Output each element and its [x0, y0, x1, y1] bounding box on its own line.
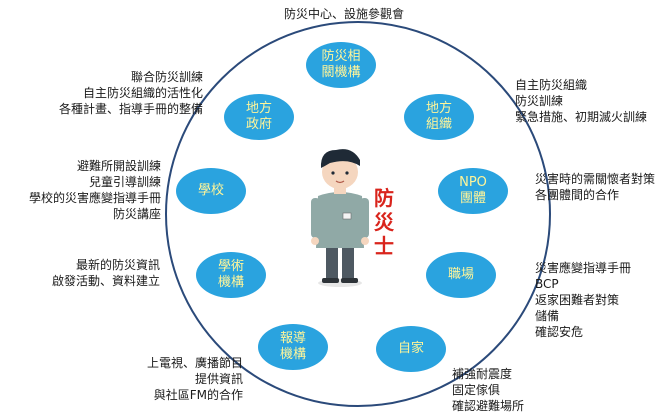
- node-label-line: 機構: [217, 275, 244, 290]
- note-line: 各團體間的合作: [535, 188, 620, 202]
- node-school: 學校: [176, 168, 246, 214]
- note-line: 儲備: [535, 309, 560, 323]
- node-academic: 學術機構: [196, 252, 266, 298]
- note-line: 災害應變指導手冊: [535, 261, 632, 275]
- node-label-line: 機構: [279, 347, 306, 362]
- note-line: 自主防災組織的活性化: [82, 86, 203, 100]
- note-line: 與社區FM的合作: [153, 388, 243, 402]
- node-label-line: 學校: [197, 183, 224, 198]
- note-line: 各種計畫、指導手冊的整備: [58, 102, 203, 116]
- node-label-line: 防災相: [321, 49, 361, 64]
- notes-npo: 災害時的需關懷者對策各團體間的合作: [535, 171, 655, 203]
- note-line: 聯合防災訓練: [130, 70, 203, 84]
- node-media: 報導機構: [258, 324, 328, 370]
- node-label-line: 關機構: [321, 65, 361, 80]
- node-home: 自家: [376, 326, 446, 372]
- node-local-gov: 地方政府: [224, 94, 294, 140]
- notes-local-gov: 聯合防災訓練自主防災組織的活性化各種計畫、指導手冊的整備: [59, 69, 203, 117]
- node-label-line: 地方: [245, 101, 272, 116]
- note-line: 啟發活動、資料建立: [51, 274, 160, 288]
- note-line: 最新的防災資訊: [75, 258, 160, 272]
- center-label-char: 防: [374, 186, 394, 210]
- note-line: 確認安危: [535, 325, 584, 339]
- notes-academic: 最新的防災資訊啟發活動、資料建立: [52, 257, 160, 289]
- note-line: 緊急措施、初期滅火訓練: [515, 110, 648, 124]
- node-label-line: NPO: [459, 175, 487, 190]
- note-line: 返家困難者對策: [535, 293, 620, 307]
- node-label-line: 自家: [397, 341, 424, 356]
- notes-home: 補強耐震度固定傢俱確認避難場所: [452, 366, 524, 414]
- note-line: 兒童引導訓練: [88, 175, 161, 189]
- node-label-line: 地方: [425, 101, 452, 116]
- center-label-char: 災: [374, 210, 394, 234]
- node-local-org: 地方組織: [404, 94, 474, 140]
- note-line: 補強耐震度: [452, 367, 513, 381]
- header-title: 防災中心、設施參觀會: [284, 7, 405, 21]
- note-line: 防災講座: [112, 207, 161, 221]
- note-line: BCP: [535, 277, 559, 291]
- notes-school: 避難所開設訓練兒童引導訓練學校的災害應變指導手冊防災講座: [29, 158, 161, 222]
- notes-workplace: 災害應變指導手冊 BCP 返家困難者對策儲備確認安危: [535, 260, 631, 340]
- node-label-line: 學術: [217, 259, 244, 274]
- note-line: 上電視、廣播節目: [146, 356, 243, 370]
- specialist-figure: [311, 149, 369, 287]
- center-label-char: 士: [374, 234, 394, 258]
- notes-local-org: 自主防災組織防災訓練緊急措施、初期滅火訓練: [515, 77, 647, 125]
- outer-ring: [165, 21, 551, 407]
- center-label: 防災士: [374, 186, 398, 258]
- node-label-line: 團體: [459, 191, 486, 206]
- note-line: 自主防災組織: [515, 78, 588, 92]
- node-label-line: 組織: [425, 117, 452, 132]
- node-related-orgs: 防災相關機構: [306, 42, 376, 88]
- node-label-line: 報導: [279, 331, 306, 346]
- node-workplace: 職場: [426, 252, 496, 298]
- notes-media: 上電視、廣播節目提供資訊與社區FM的合作: [147, 355, 243, 403]
- node-label-line: 政府: [245, 117, 272, 132]
- note-line: 提供資訊: [194, 372, 243, 386]
- note-line: 災害時的需關懷者對策: [535, 172, 656, 186]
- note-line: 學校的災害應變指導手冊: [28, 191, 161, 205]
- node-label-line: 職場: [447, 267, 474, 282]
- note-line: 避難所開設訓練: [76, 159, 161, 173]
- note-line: 確認避難場所: [452, 399, 525, 413]
- note-line: 固定傢俱: [452, 383, 501, 397]
- note-line: 防災訓練: [515, 94, 564, 108]
